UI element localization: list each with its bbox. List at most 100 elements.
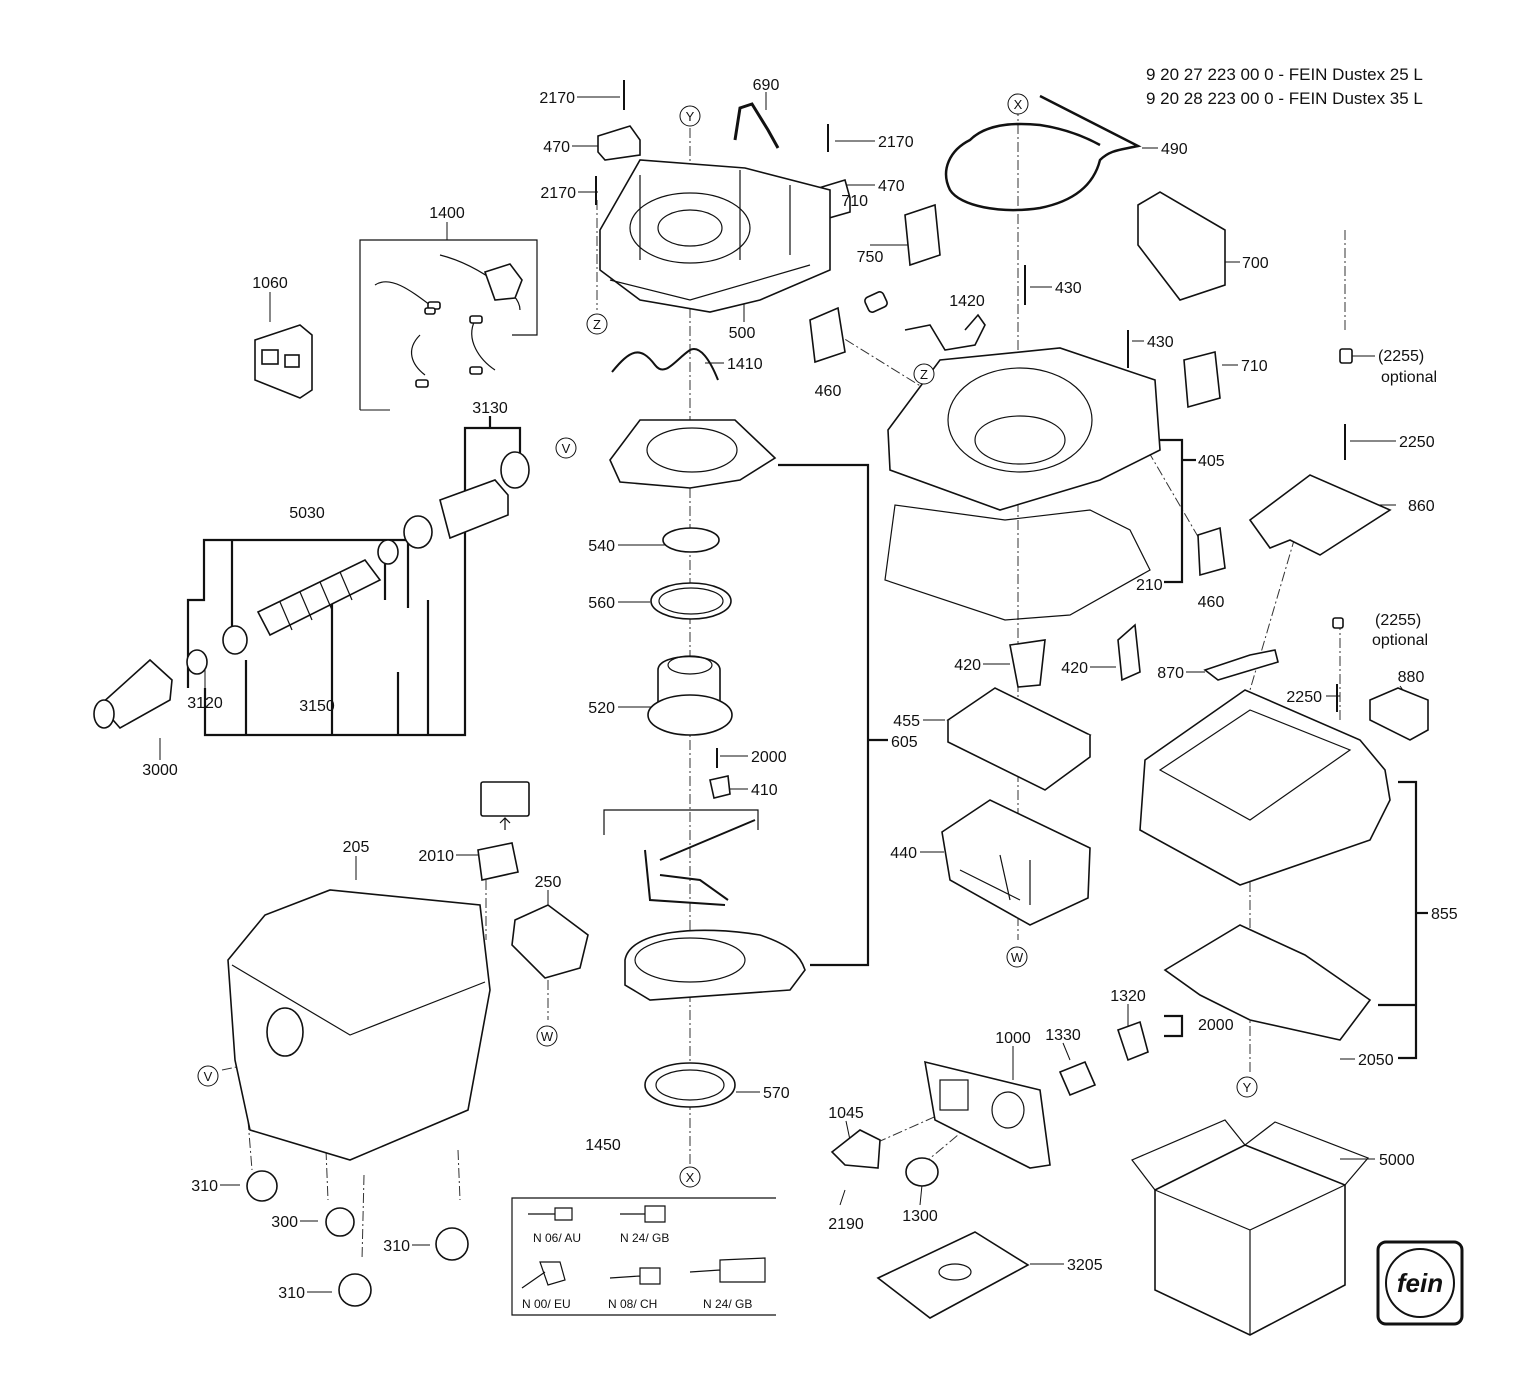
lever-870: [1203, 649, 1279, 681]
gasket-plate: [609, 419, 777, 489]
svg-text:V: V: [204, 1069, 213, 1084]
part-label: 310: [278, 1285, 305, 1302]
part-label: 570: [763, 1085, 790, 1102]
part-label: 455: [893, 713, 920, 730]
part-label: 5030: [289, 505, 325, 522]
axis-marker-x-bottom: X: [679, 1166, 701, 1188]
part-label: 700: [1242, 255, 1269, 272]
part-label: 300: [271, 1214, 298, 1231]
part-label: 2000: [751, 749, 787, 766]
part-label: 420: [1061, 660, 1088, 677]
wheel-casters: [246, 1170, 469, 1307]
part-label: 605: [891, 734, 918, 751]
plug-icon-gb-2: [689, 1257, 766, 1283]
part-label: 2170: [878, 134, 914, 151]
part-label: 470: [878, 178, 905, 195]
part-label: optional: [1381, 369, 1437, 386]
part-label: 470: [543, 139, 570, 156]
part-label: 1000: [995, 1030, 1031, 1047]
part-label: 860: [1408, 498, 1435, 515]
screw-parts: [595, 80, 1353, 768]
fein-logo: fein: [1376, 1240, 1464, 1326]
hose-assembly: [93, 451, 530, 730]
part-label: 420: [954, 657, 981, 674]
part-label: 205: [343, 839, 370, 856]
part-label: 500: [729, 325, 756, 342]
top-lid-405: [884, 347, 1161, 621]
part-label: (2255): [1375, 612, 1421, 629]
clip-410: [709, 775, 731, 799]
socket-1330: [1058, 1060, 1097, 1097]
header-line-35l: 9 20 28 223 00 0 - FEIN Dustex 35 L: [1146, 89, 1423, 108]
switch-1320: [1116, 1020, 1149, 1062]
plug-label-gb: N 24/ GB: [620, 1231, 669, 1245]
header-line-25l: 9 20 27 223 00 0 - FEIN Dustex 25 L: [1146, 65, 1423, 84]
cover-700: [1137, 191, 1226, 301]
label-2010-sticker: [480, 781, 530, 817]
container-205: [227, 889, 491, 1161]
part-label: 1420: [949, 293, 985, 310]
part-label: 1450: [585, 1137, 621, 1154]
filter-cup-420-a: [1009, 639, 1046, 688]
svg-text:W: W: [1011, 950, 1024, 965]
part-label: 3150: [299, 698, 335, 715]
part-label: 560: [588, 595, 615, 612]
part-label: 520: [588, 700, 615, 717]
part-label: 490: [1161, 141, 1188, 158]
svg-text:Z: Z: [920, 367, 928, 382]
part-label: 540: [588, 538, 615, 555]
box-5000: [1131, 1119, 1370, 1336]
arrow-2010: [499, 817, 511, 830]
part-number-labels: 2170 690 470 2170 2170 470 1400 1060 500…: [142, 77, 1458, 1302]
filter-cup-420-b: [1117, 623, 1141, 682]
axis-marker-w-mid: W: [1006, 946, 1028, 968]
circuit-board-1060: [254, 324, 313, 399]
svg-text:V: V: [562, 441, 571, 456]
handle-690: [733, 102, 780, 149]
label-2010: [477, 842, 519, 881]
part-label: 2000: [1198, 1017, 1234, 1034]
part-label: (2255): [1378, 348, 1424, 365]
frame-490: [944, 94, 1142, 212]
axis-marker-w-left: W: [536, 1025, 558, 1047]
part-label: 5000: [1379, 1152, 1415, 1169]
part-label: 440: [890, 845, 917, 862]
part-label: 310: [383, 1238, 410, 1255]
plate-860: [1248, 474, 1392, 556]
group-brackets: [186, 222, 1428, 1060]
part-label: 2190: [828, 1216, 864, 1233]
svg-text:Z: Z: [593, 317, 601, 332]
wire-harness-1400: [374, 254, 523, 388]
part-label: 1060: [252, 275, 288, 292]
part-label: 3120: [187, 695, 223, 712]
svg-text:X: X: [686, 1170, 695, 1185]
ring-560: [650, 582, 732, 620]
part-label: 3130: [472, 400, 508, 417]
part-label: 690: [753, 77, 780, 94]
axis-marker-v-top: V: [555, 437, 577, 459]
plug-label-eu: N 00/ EU: [522, 1297, 571, 1311]
part-label: 210: [1136, 577, 1163, 594]
svg-text:X: X: [1014, 97, 1023, 112]
axis-marker-v-bottom: V: [197, 1065, 219, 1087]
part-label: 1400: [429, 205, 465, 222]
hood-855: [1139, 689, 1391, 1041]
plug-icon-eu: [521, 1261, 566, 1289]
motor-520: [647, 655, 733, 736]
part-label: 1320: [1110, 988, 1146, 1005]
part-label: 1045: [828, 1105, 864, 1122]
axis-marker-y-bottom: Y: [1236, 1076, 1258, 1098]
plug-icon-ch: [609, 1267, 661, 1285]
part-label: 1300: [902, 1208, 938, 1225]
part-label: 410: [751, 782, 778, 799]
part-1420: [904, 313, 986, 351]
part-label: optional: [1372, 632, 1428, 649]
plug-variants-box: N 06/ AU N 24/ GB N 00/ EU N 08/ CH N 24…: [511, 1197, 776, 1316]
plug-icon-au: [528, 1207, 573, 1221]
axis-marker-z-right: Z: [913, 363, 935, 385]
part-label: 2250: [1399, 434, 1435, 451]
fein-logo-text: fein: [1397, 1268, 1443, 1298]
part-460-right: [1197, 526, 1226, 577]
part-880: [1369, 687, 1429, 741]
